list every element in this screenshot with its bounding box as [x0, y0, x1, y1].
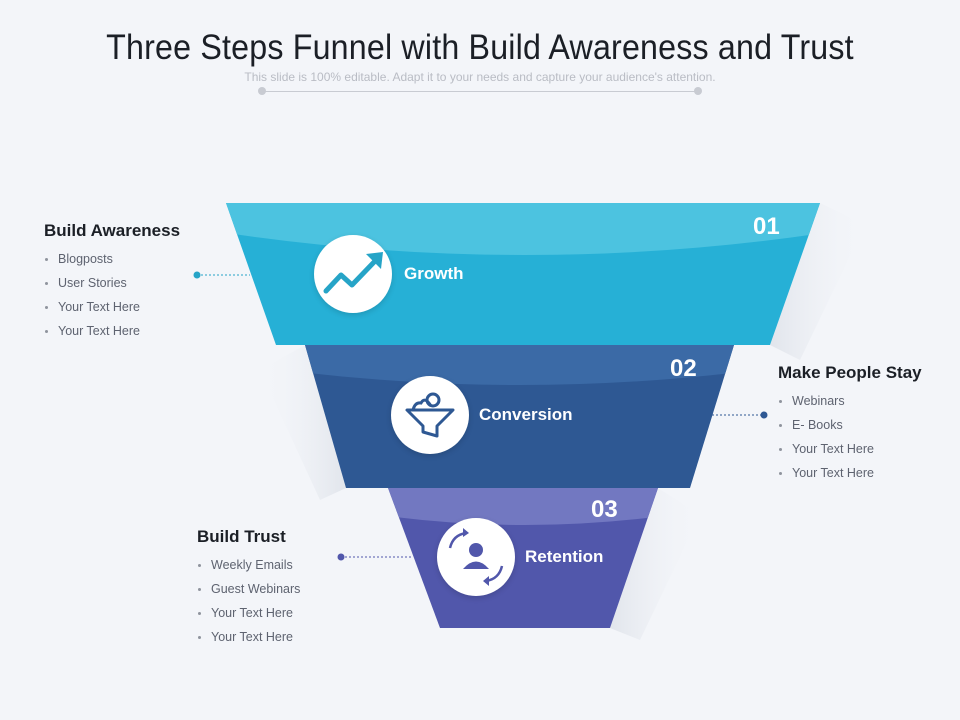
stage-3-shadow [610, 488, 700, 640]
stage-1-number: 01 [753, 213, 780, 240]
connector-dot-1 [193, 271, 201, 279]
stage-3-number: 03 [591, 496, 618, 523]
list-item: User Stories [44, 271, 180, 295]
stage-2-shadow [260, 345, 346, 500]
stage-2-number: 02 [670, 355, 697, 382]
stage-1-shadow [770, 203, 865, 360]
divider-dot-right [694, 87, 702, 95]
user-cycle-icon [437, 518, 515, 596]
list-item: Your Text Here [197, 601, 300, 625]
stage-3-label: Retention [525, 547, 604, 566]
build-trust-block: Build Trust Weekly Emails Guest Webinars… [197, 527, 300, 649]
stage-1-label: Growth [404, 264, 464, 283]
list-item: Your Text Here [778, 437, 922, 461]
list-item: Blogposts [44, 247, 180, 271]
block-title: Make People Stay [778, 363, 922, 382]
list-item: Your Text Here [778, 461, 922, 485]
make-people-stay-block: Make People Stay Webinars E- Books Your … [778, 363, 922, 485]
list-item: E- Books [778, 413, 922, 437]
stage-2-shape [305, 345, 734, 488]
stage-3-shape [388, 488, 658, 628]
connector-dot-2 [760, 411, 768, 419]
list-item: Weekly Emails [197, 553, 300, 577]
list-item: Webinars [778, 389, 922, 413]
funnel-person-icon [391, 376, 469, 454]
slide-title: Three Steps Funnel with Build Awareness … [106, 28, 854, 67]
subtitle-divider [262, 91, 698, 92]
stage-2-label: Conversion [479, 405, 573, 424]
connector-dot-3 [337, 553, 345, 561]
stage-1-shape [226, 203, 820, 345]
divider-dot-left [258, 87, 266, 95]
block-title: Build Trust [197, 527, 286, 546]
block-title: Build Awareness [44, 221, 181, 240]
growth-arrow-icon [314, 235, 392, 313]
list-item: Your Text Here [44, 295, 180, 319]
list-item: Your Text Here [197, 625, 300, 649]
list-item: Your Text Here [44, 319, 180, 343]
list-item: Guest Webinars [197, 577, 300, 601]
build-awareness-block: Build Awareness Blogposts User Stories Y… [44, 221, 180, 343]
slide-subtitle: This slide is 100% editable. Adapt it to… [244, 70, 716, 84]
